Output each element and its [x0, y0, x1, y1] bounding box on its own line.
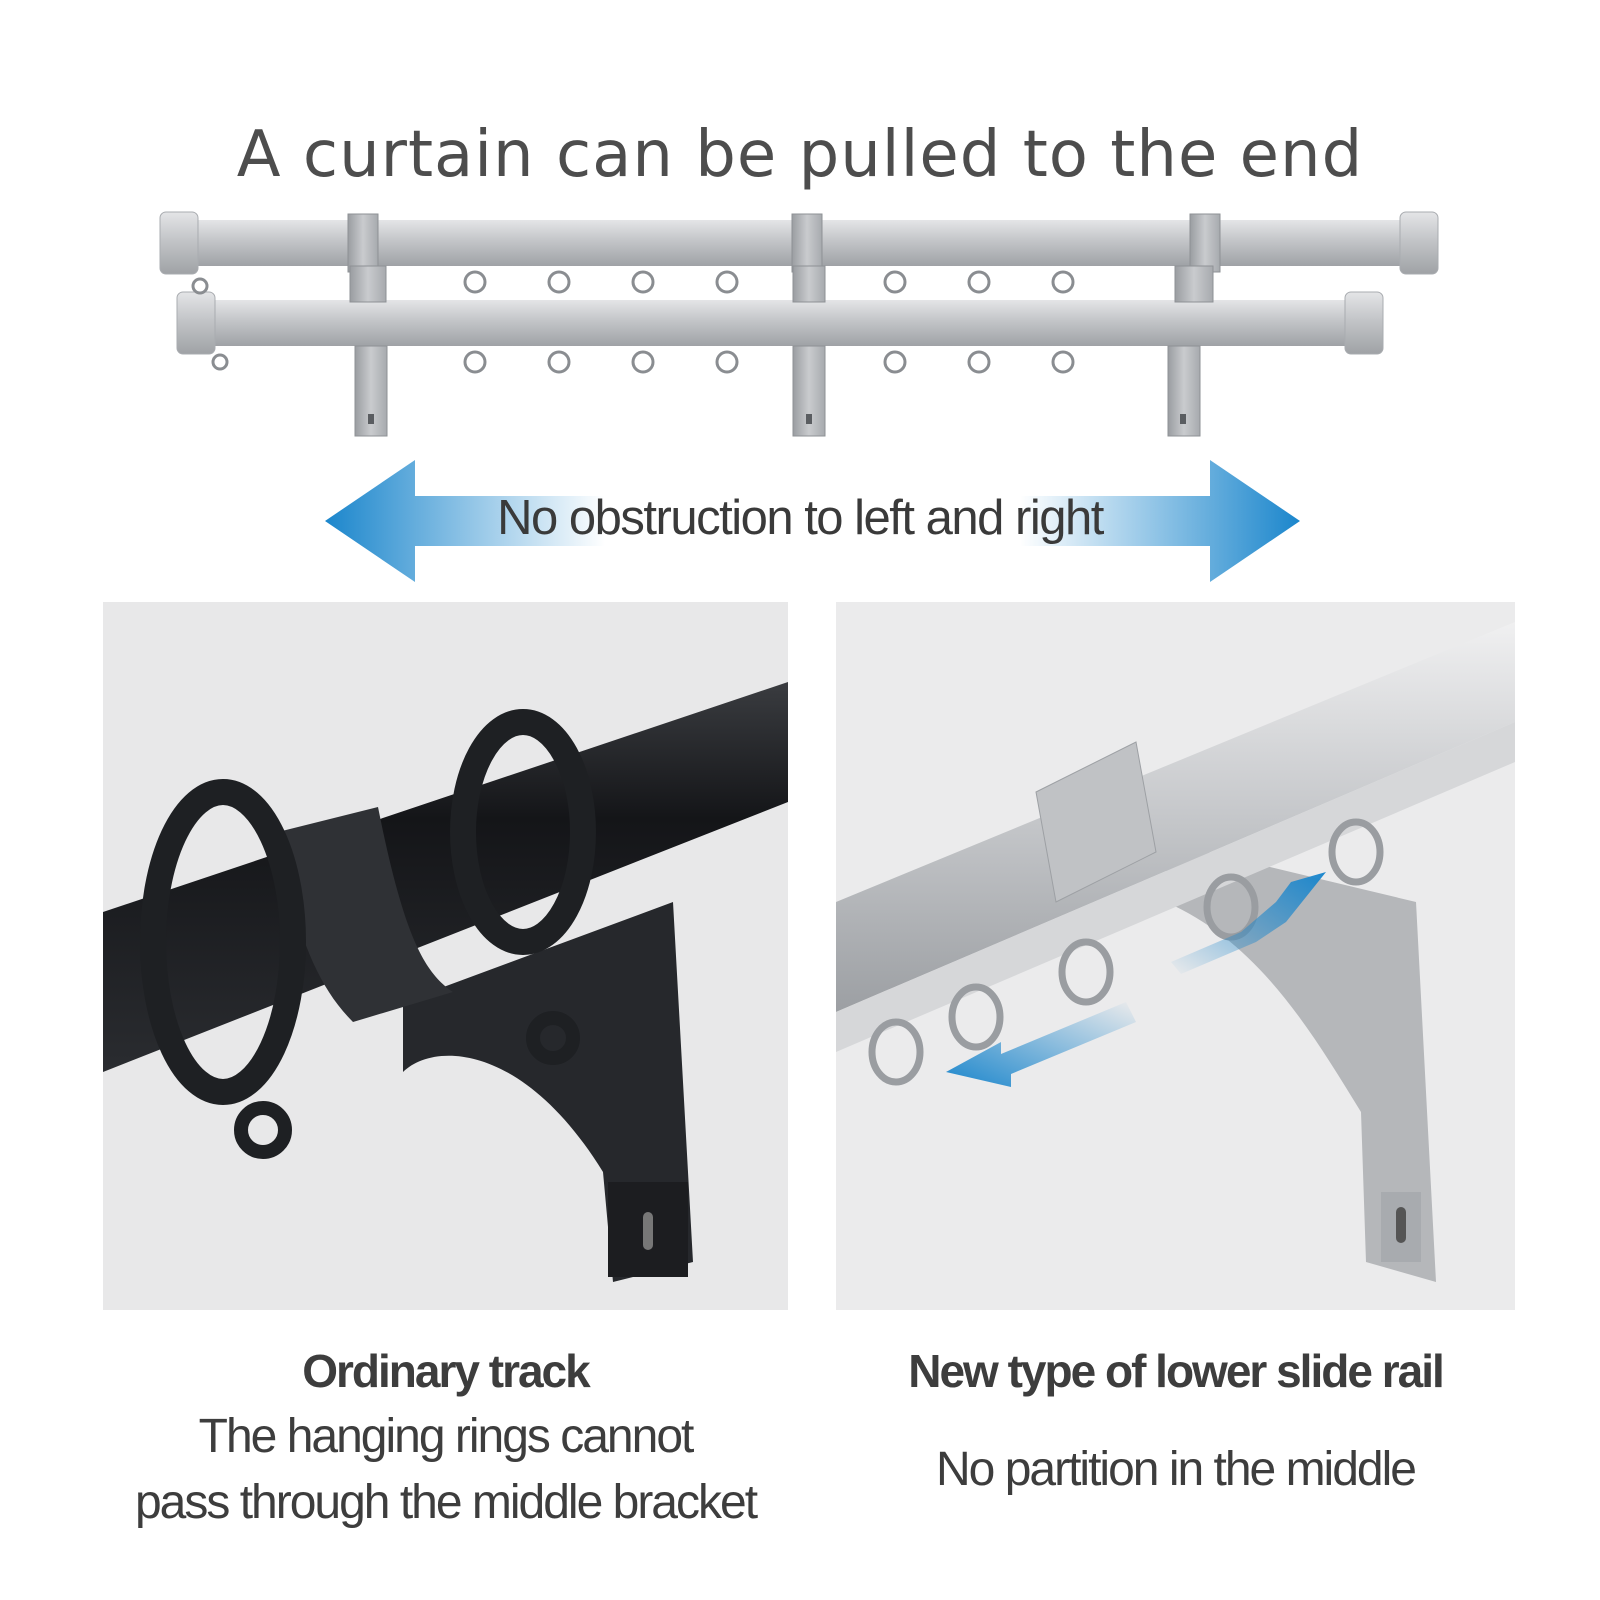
- lower-slide-rail-image: [836, 602, 1515, 1310]
- slide-direction-arrow-icon: [1171, 872, 1326, 974]
- ordinary-track-image: [103, 602, 788, 1310]
- arrow-caption: No obstruction to left and right: [497, 491, 1104, 545]
- ordinary-track-title: Ordinary track: [302, 1345, 590, 1397]
- ordinary-track-description-line1: The hanging rings cannot: [198, 1410, 695, 1463]
- headline: A curtain can be pulled to the end: [236, 118, 1364, 192]
- slide-rail-title: New type of lower slide rail: [908, 1345, 1445, 1397]
- silver-rail-illustration: [836, 622, 1515, 1282]
- left-right-arrow-icon: [325, 460, 1300, 582]
- black-rod-illustration: [103, 682, 788, 1282]
- ordinary-track-description-line2: pass through the middle bracket: [134, 1476, 758, 1529]
- slide-rail-description: No partition in the middle: [936, 1443, 1417, 1496]
- ordinary-track-description: The hanging rings cannot pass through th…: [103, 1404, 788, 1536]
- double-curtain-rod-image: [159, 211, 1439, 437]
